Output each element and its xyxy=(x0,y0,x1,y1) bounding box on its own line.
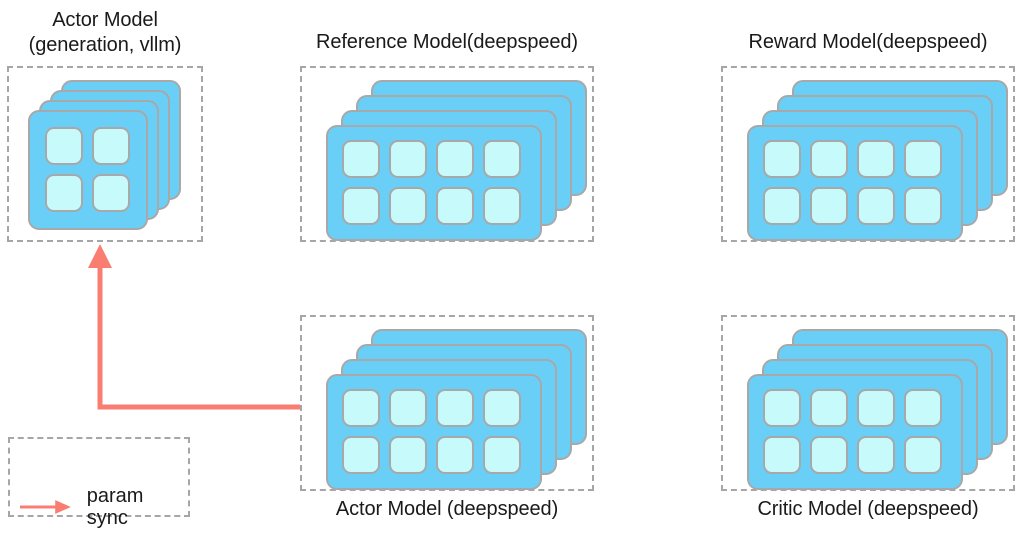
group-box-actor-vllm[interactable] xyxy=(7,66,203,242)
gpu-cell xyxy=(810,436,848,474)
gpu-cell-grid-actor-deepspeed xyxy=(342,389,521,474)
gpu-cell xyxy=(483,140,521,178)
stack-card-front xyxy=(747,125,963,241)
gpu-cell xyxy=(857,436,895,474)
group-box-critic-model[interactable] xyxy=(721,315,1015,491)
group-title-actor-deepspeed: Actor Model (deepspeed) xyxy=(335,498,559,520)
gpu-cell xyxy=(342,436,380,474)
gpu-cell xyxy=(436,389,474,427)
gpu-cell xyxy=(45,174,83,212)
group-title-actor-vllm: Actor Model (generation, vllm) xyxy=(28,9,182,56)
gpu-cell xyxy=(389,436,427,474)
card-stack-reward-model xyxy=(723,68,1013,241)
gpu-cell xyxy=(92,174,130,212)
gpu-cell xyxy=(342,187,380,225)
group-title-reference-model: Reference Model(deepspeed) xyxy=(315,31,578,53)
gpu-cell xyxy=(763,436,801,474)
gpu-cell xyxy=(857,187,895,225)
stack-card-front xyxy=(28,110,148,230)
gpu-cell xyxy=(857,389,895,427)
card-stack-critic-model xyxy=(723,317,1013,490)
group-box-actor-deepspeed[interactable] xyxy=(300,315,594,491)
gpu-cell xyxy=(763,140,801,178)
legend-label: param sync xyxy=(86,485,144,529)
group-title-reward-model: Reward Model(deepspeed) xyxy=(748,31,988,53)
gpu-cell xyxy=(389,140,427,178)
gpu-cell xyxy=(45,127,83,165)
gpu-cell xyxy=(483,436,521,474)
gpu-cell-grid-reference-model xyxy=(342,140,521,225)
gpu-cell xyxy=(810,140,848,178)
gpu-cell xyxy=(763,187,801,225)
card-stack-actor-deepspeed xyxy=(302,317,592,490)
group-box-reference-model[interactable] xyxy=(300,66,594,242)
gpu-cell xyxy=(904,187,942,225)
gpu-cell xyxy=(483,187,521,225)
gpu-cell xyxy=(904,389,942,427)
param-sync-line xyxy=(97,262,300,410)
gpu-cell xyxy=(92,127,130,165)
stack-card-front xyxy=(326,374,542,490)
stack-card-front xyxy=(747,374,963,490)
card-stack-reference-model xyxy=(302,68,592,241)
gpu-cell xyxy=(436,140,474,178)
gpu-cell xyxy=(763,389,801,427)
gpu-cell xyxy=(389,187,427,225)
gpu-cell xyxy=(483,389,521,427)
gpu-cell xyxy=(436,436,474,474)
param-sync-legend-arrow-icon xyxy=(19,500,71,514)
gpu-cell xyxy=(857,140,895,178)
gpu-cell xyxy=(342,140,380,178)
gpu-cell xyxy=(810,187,848,225)
gpu-cell xyxy=(904,436,942,474)
gpu-cell xyxy=(810,389,848,427)
card-stack-actor-vllm xyxy=(9,68,201,240)
gpu-cell xyxy=(342,389,380,427)
gpu-cell xyxy=(389,389,427,427)
group-box-reward-model[interactable] xyxy=(721,66,1015,242)
param-sync-arrowhead xyxy=(88,244,112,268)
gpu-cell-grid-actor-vllm xyxy=(45,127,130,212)
gpu-cell-grid-critic-model xyxy=(763,389,942,474)
stack-card-front xyxy=(326,125,542,241)
group-title-critic-model: Critic Model (deepspeed) xyxy=(757,498,979,520)
gpu-cell xyxy=(904,140,942,178)
legend-box[interactable]: param sync xyxy=(8,437,190,529)
gpu-cell-grid-reward-model xyxy=(763,140,942,225)
legend-row: param sync xyxy=(18,485,188,529)
gpu-cell xyxy=(436,187,474,225)
